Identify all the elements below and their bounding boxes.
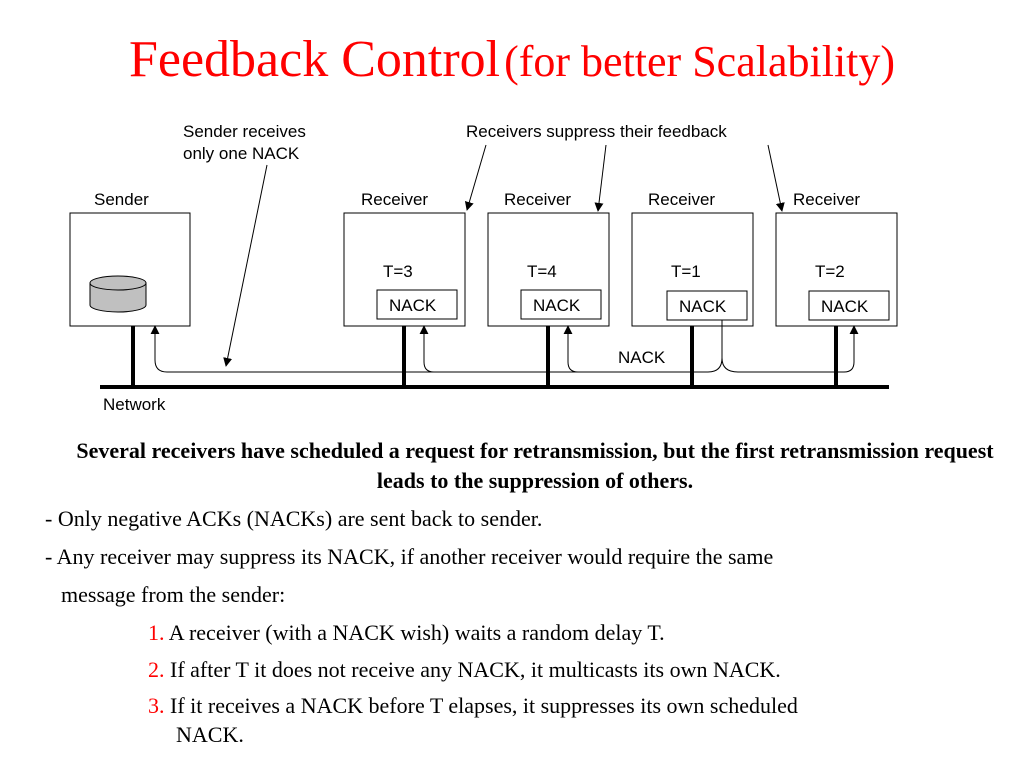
receiver-2-nack-box xyxy=(520,289,602,320)
nack-multicast-label: NACK xyxy=(618,348,666,367)
receiver-4-nack-box xyxy=(808,290,890,321)
step-1-number: 1. xyxy=(148,620,165,645)
receiver-3-nack-box xyxy=(666,290,748,321)
bullet-2-continuation: message from the sender: xyxy=(61,582,286,607)
receiver-1-nack-box xyxy=(376,289,458,320)
step-3-text: If it receives a NACK before T elapses, … xyxy=(164,693,798,718)
receiver-4-nack: NACK xyxy=(821,297,869,316)
nack-multicast-path xyxy=(150,320,859,373)
title-main: Feedback Control xyxy=(128,31,501,88)
step-3-number: 3. xyxy=(148,693,165,718)
receiver-2-label: Receiver xyxy=(504,190,571,209)
bullet-1: - Only negative ACKs (NACKs) are sent ba… xyxy=(45,506,543,531)
annotation-receivers: Receivers suppress their feedback xyxy=(466,122,727,141)
bullet-2: - Any receiver may suppress its NACK, if… xyxy=(45,544,774,569)
receiver-1-label: Receiver xyxy=(361,190,428,209)
receiver-4-timer: T=2 xyxy=(815,262,845,281)
step-1-text: A receiver (with a NACK wish) waits a ra… xyxy=(164,620,665,645)
feedback-diagram: Sender receives only one NACK Receivers … xyxy=(69,122,898,414)
sender-label: Sender xyxy=(94,190,149,209)
step-3: 3. If it receives a NACK before T elapse… xyxy=(148,693,798,719)
step-1: 1. A receiver (with a NACK wish) waits a… xyxy=(148,620,665,646)
summary-text: Several receivers have scheduled a reque… xyxy=(76,438,994,493)
suppress-arrow-1 xyxy=(464,144,487,211)
annotation-sender-line2: only one NACK xyxy=(183,144,300,163)
receiver-3-nack: NACK xyxy=(679,297,727,316)
suppress-arrow-2 xyxy=(594,144,607,212)
suppress-arrow-3 xyxy=(767,144,785,212)
receiver-1-nack: NACK xyxy=(389,296,437,315)
slide-title: Feedback Control (for better Scalability… xyxy=(0,30,1024,89)
step-3-continuation-text: NACK. xyxy=(176,722,244,747)
receiver-1-timer: T=3 xyxy=(383,262,413,281)
database-icon xyxy=(89,275,147,313)
receiver-3-label: Receiver xyxy=(648,190,715,209)
step-2-number: 2. xyxy=(148,657,165,682)
title-subtitle: (for better Scalability) xyxy=(504,37,896,86)
network-label: Network xyxy=(103,395,166,414)
receiver-3-timer: T=1 xyxy=(671,262,701,281)
annotation-sender-line1: Sender receives xyxy=(183,122,306,141)
step-2: 2. If after T it does not receive any NA… xyxy=(148,657,781,683)
step-3-continuation: NACK. xyxy=(176,722,244,748)
receiver-2-timer: T=4 xyxy=(527,262,557,281)
receiver-2-nack: NACK xyxy=(533,296,581,315)
step-2-text: If after T it does not receive any NACK,… xyxy=(164,657,781,682)
receiver-4-label: Receiver xyxy=(793,190,860,209)
sender-annotation-arrow xyxy=(223,164,268,367)
